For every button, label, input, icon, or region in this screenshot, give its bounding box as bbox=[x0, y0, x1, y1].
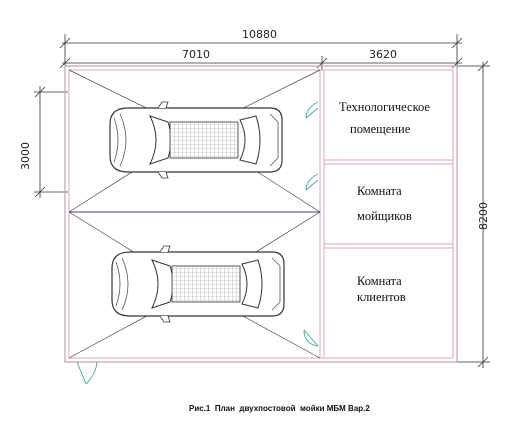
door-swing-icon bbox=[303, 329, 319, 347]
door-swing-icon bbox=[76, 361, 98, 385]
dimension-rooms-width-label: 3620 bbox=[369, 48, 397, 61]
building-walls bbox=[64, 65, 458, 363]
door-swing-icon bbox=[305, 101, 319, 119]
dimension-bay-width bbox=[59, 56, 463, 70]
dimension-total-width bbox=[59, 34, 463, 66]
room-clients-label-line1: Комната bbox=[357, 274, 402, 288]
dimension-total-height bbox=[456, 60, 490, 368]
room-tech-label-line2: помещение bbox=[350, 122, 411, 136]
dimension-total-height-label: 8200 bbox=[477, 202, 490, 230]
car-top-view-icon bbox=[111, 245, 285, 323]
car-top-view-icon bbox=[109, 101, 283, 179]
door-swing-icon bbox=[305, 173, 319, 191]
room-washers-label-line2: мойщиков bbox=[357, 209, 412, 223]
figure-caption: Рис.1 План двухпостовой мойки МБМ Вар.2 bbox=[189, 404, 370, 413]
dimension-car-zone-height bbox=[34, 86, 68, 198]
room-tech-label-line1: Технологическое bbox=[339, 100, 430, 114]
dimension-car-zone-height-label: 3000 bbox=[19, 142, 32, 170]
room-washers-label-line1: Комната bbox=[357, 184, 402, 198]
dimension-total-width-label: 10880 bbox=[242, 28, 277, 41]
room-clients-label-line2: клиентов bbox=[357, 290, 406, 304]
dimension-bay-width-label: 7010 bbox=[182, 48, 210, 61]
